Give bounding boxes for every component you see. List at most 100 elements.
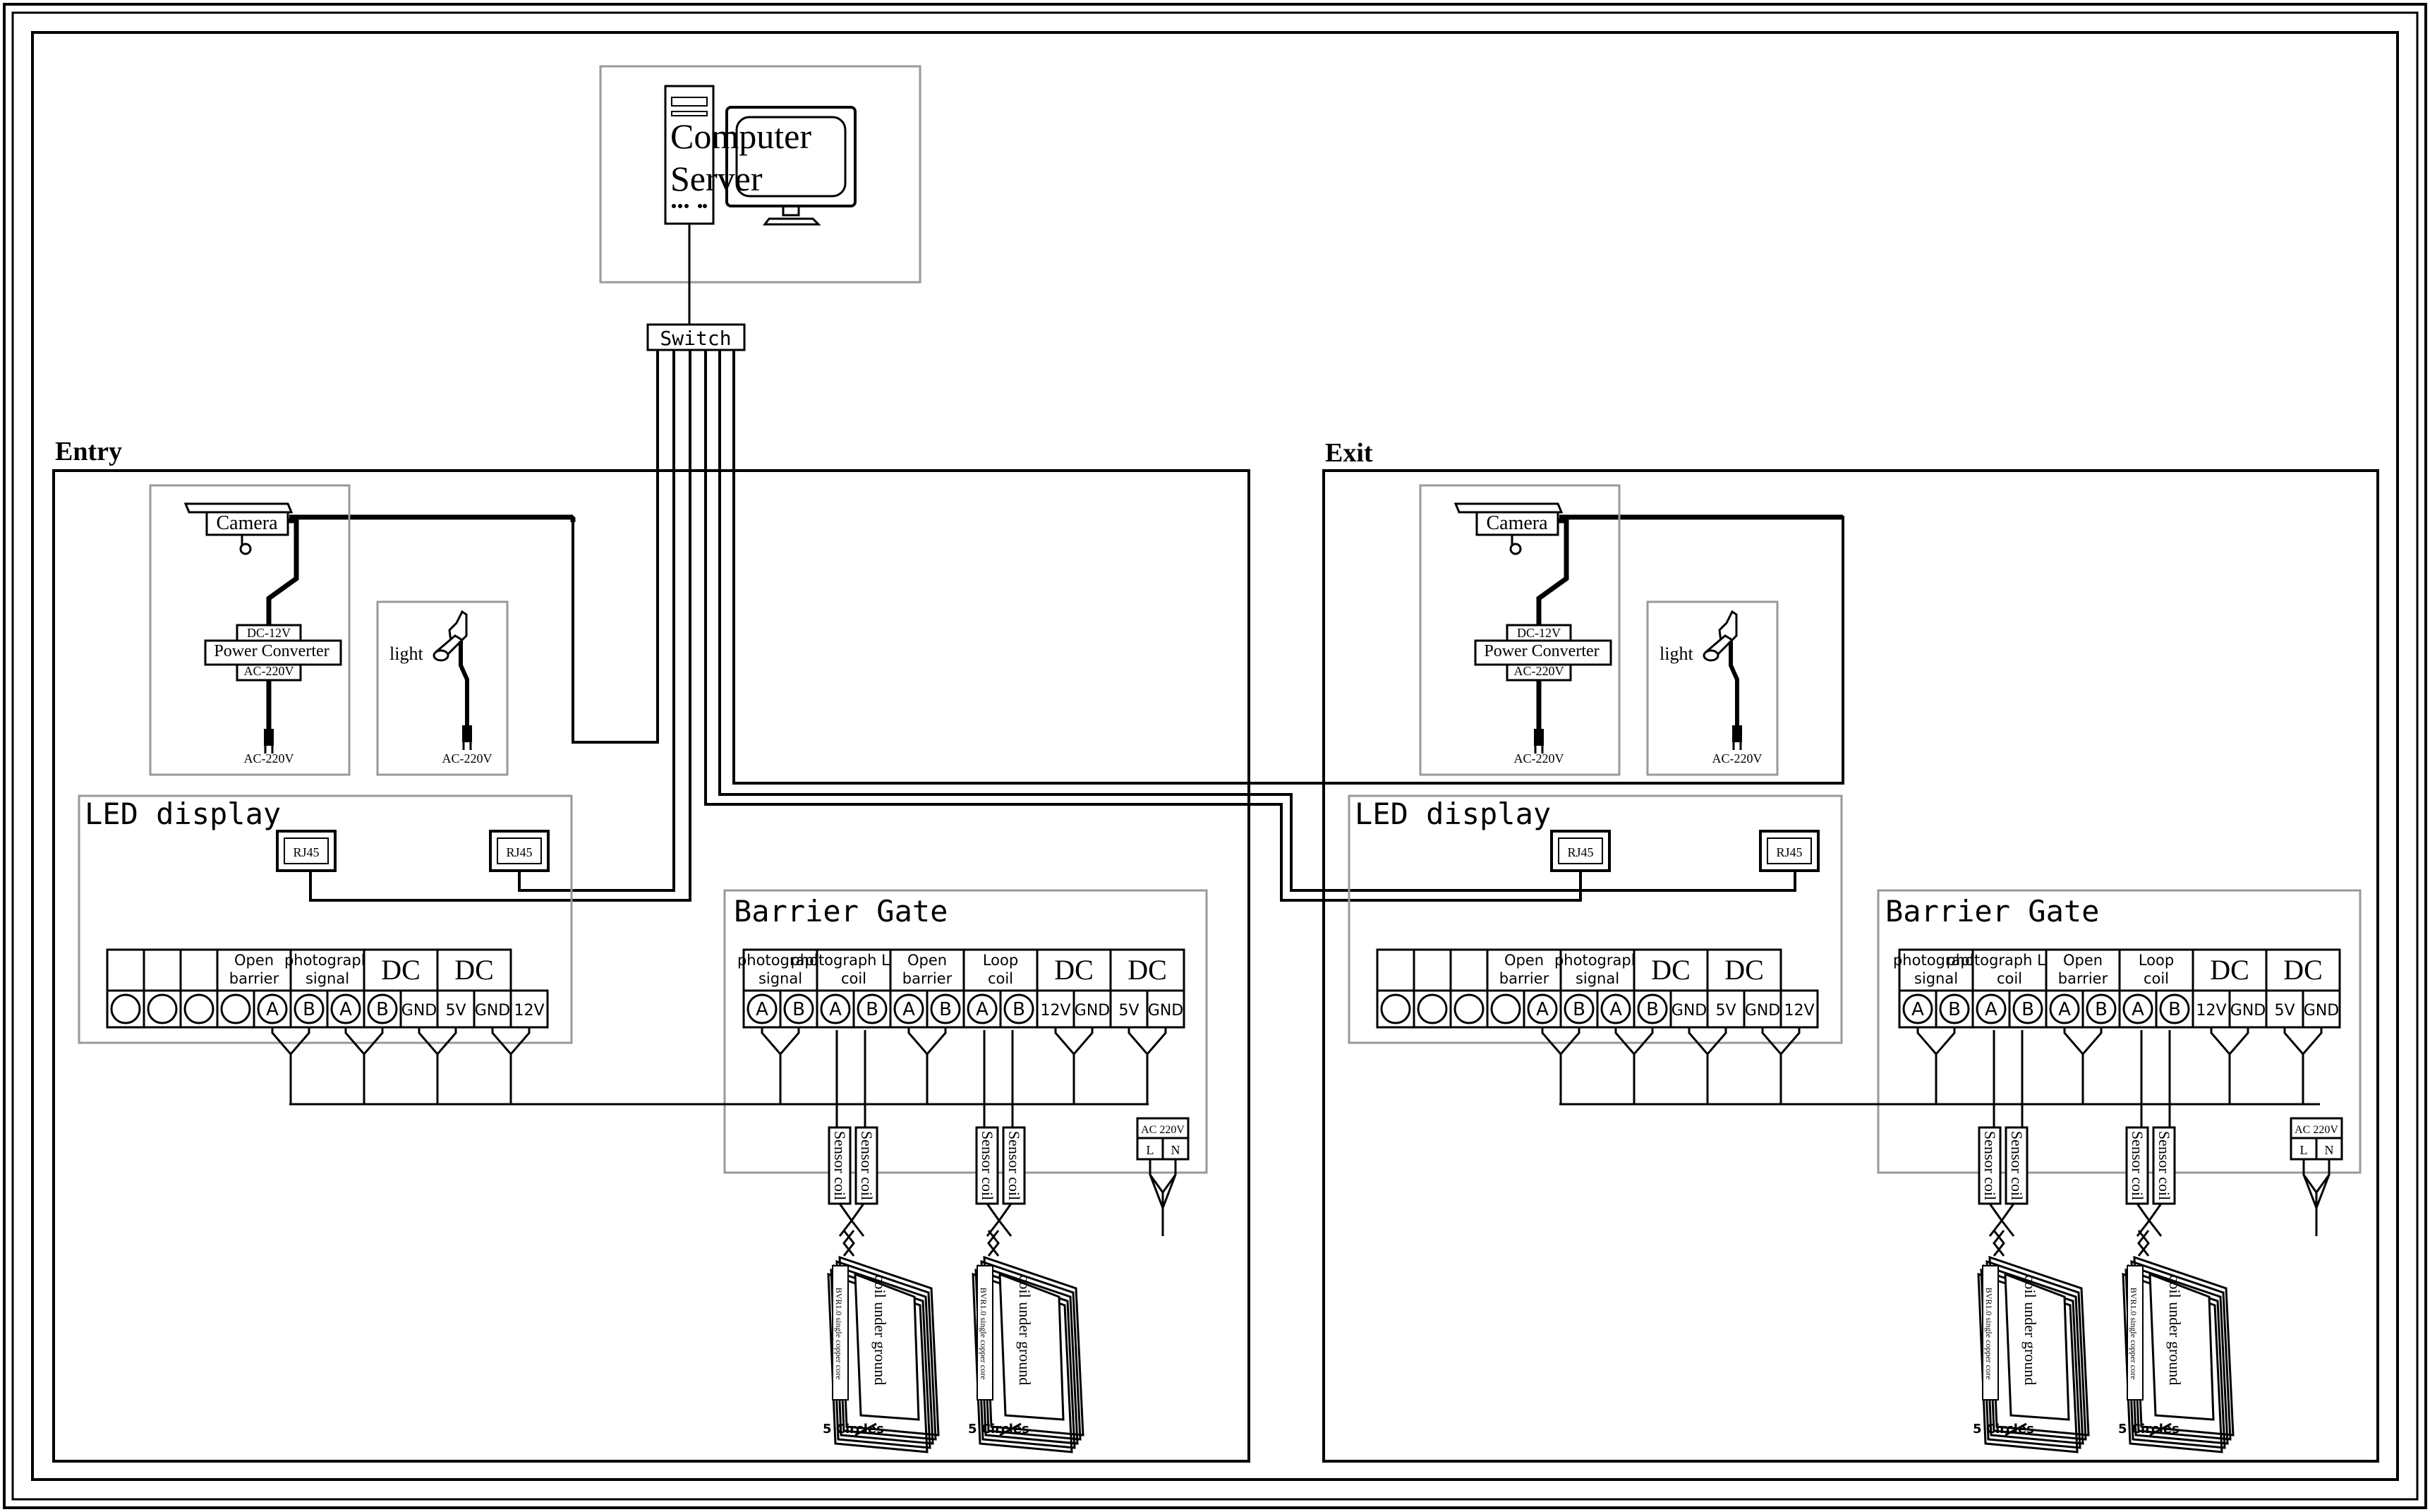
exit-led-connector-0: [1541, 1027, 1580, 1104]
exit-gate-pin-9: GND: [2230, 1002, 2266, 1020]
entry-coil-1-circles: 5 Circles: [823, 1422, 884, 1437]
exit-gate-header-2-line2: barrier: [2058, 970, 2108, 987]
exit-led-pin-9: 5V: [1715, 1002, 1736, 1020]
exit-led-pin-0-circle: [1380, 993, 1411, 1024]
exit-section: Exit Camera DC-12V Power Converter AC-22…: [1322, 438, 2379, 1463]
exit-title: Exit: [1325, 438, 1373, 468]
exit-gate-pin-4: A: [2058, 999, 2071, 1020]
exit-gate-pin-7: B: [2168, 999, 2181, 1020]
exit-gate-header-0-line1: photograph: [1893, 952, 1979, 969]
entry-gate-pin-4-circle: [893, 993, 924, 1024]
exit-gate-header-2-line1: Open: [2063, 952, 2103, 969]
exit-led-connector-2: [1688, 1027, 1727, 1104]
exit-gate-pin-1-circle: [1939, 993, 1970, 1024]
exit-gate-header-4: DC: [2210, 954, 2249, 986]
entry-led-pin-9: 5V: [445, 1002, 466, 1020]
exit-led-pin-2-circle: [1453, 993, 1485, 1024]
entry-led-header-4-line1: photograph: [284, 952, 370, 969]
exit-led-display-box: [1348, 794, 1843, 1044]
entry-led-header-3-line2: barrier: [229, 970, 279, 987]
entry-led-pin-10: GND: [475, 1002, 510, 1020]
entry-gate-header-1-line2: coil: [841, 970, 866, 987]
exit-led-pin-7-circle: [1637, 993, 1668, 1024]
entry-gate-pin-8: 12V: [1040, 1002, 1070, 1020]
exit-led-pin-8: GND: [1672, 1002, 1707, 1020]
exit-coil-2-circles: 5 Circles: [2118, 1422, 2180, 1437]
entry-led-header-4-line2: signal: [306, 970, 349, 987]
exit-led-header-5: DC: [1651, 954, 1691, 986]
entry-led-display-box: [78, 794, 573, 1044]
entry-gate-pin-11: GND: [1148, 1002, 1183, 1020]
exit-gate-pin-3: B: [2021, 999, 2034, 1020]
entry-ac220v-converter-label: AC-220V: [244, 664, 294, 678]
exit-light-ac-label: AC-220V: [1712, 751, 1763, 766]
exit-gate-pin-11: GND: [2304, 1002, 2339, 1020]
entry-section: Entry Camera DC-12V Power Converter AC-2…: [52, 437, 1250, 1463]
entry-gate-connector-0: [761, 1027, 800, 1104]
entry-gate-pin-6: A: [976, 999, 989, 1020]
exit-coil-2-wire-label: BVR1.0 single copper core: [2129, 1288, 2139, 1380]
exit-led-header-4-line1: photograph: [1554, 952, 1640, 969]
entry-light-ac-label: AC-220V: [442, 751, 492, 766]
entry-led-pin-2-circle: [183, 993, 214, 1024]
exit-led-pin-3-circle: [1490, 993, 1521, 1024]
entry-gate-header-3-line2: coil: [988, 970, 1013, 987]
exit-led-pin-4: A: [1536, 999, 1549, 1020]
exit-gate-pin-2-circle: [1976, 993, 2007, 1024]
entry-gate-header-2-line2: barrier: [902, 970, 953, 987]
entry-sensor-coil-3-label: Sensor coil: [979, 1131, 996, 1200]
exit-ac-l: L: [2300, 1143, 2308, 1157]
exit-gate-header-5: DC: [2283, 954, 2323, 986]
exit-camera-label: Camera: [1486, 512, 1548, 534]
entry-led-pin-5: B: [303, 999, 315, 1020]
exit-barrier-gate-label: Barrier Gate: [1885, 894, 2099, 929]
exit-dc12v-label: DC-12V: [1517, 626, 1561, 640]
entry-coil-1-label: coil under ground: [871, 1275, 889, 1385]
entry-led-connector-0: [271, 1027, 310, 1104]
entry-led-header-3-line1: Open: [234, 952, 274, 969]
exit-gate-pin-2: A: [1985, 999, 1997, 1020]
entry-dc12v-label: DC-12V: [247, 626, 291, 640]
entry-camera-label: Camera: [216, 512, 278, 534]
exit-gate-header-3-line2: coil: [2144, 970, 2169, 987]
exit-led-pin-6-circle: [1600, 993, 1631, 1024]
entry-led-pin-8: GND: [401, 1002, 437, 1020]
entry-led-pin-6: A: [339, 999, 352, 1020]
exit-gate-connector-2: [2210, 1027, 2249, 1104]
entry-gate-pin-0: A: [756, 999, 768, 1020]
entry-rj45-right-label: RJ45: [506, 845, 532, 859]
exit-gate-connector-3: [2283, 1027, 2323, 1104]
exit-led-pin-4-circle: [1527, 993, 1558, 1024]
entry-gate-connector-1: [907, 1027, 947, 1104]
entry-led-pin-4-circle: [257, 993, 288, 1024]
exit-coil-1-label: coil under ground: [2021, 1275, 2039, 1385]
exit-ac-n: N: [2325, 1143, 2334, 1157]
entry-gate-header-0-line1: photograph: [737, 952, 823, 969]
entry-light-group: [377, 602, 507, 775]
exit-sensor-coil-3-label: Sensor coil: [2129, 1131, 2146, 1200]
exit-coil-2-label: coil under ground: [2166, 1275, 2184, 1385]
exit-led-pin-10: GND: [1745, 1002, 1780, 1020]
entry-coil-2-wire-label: BVR1.0 single copper core: [979, 1288, 989, 1380]
network-switch: Switch: [646, 323, 746, 351]
entry-gate-pin-2-circle: [820, 993, 851, 1024]
entry-sensor-coil-4-label: Sensor coil: [1005, 1131, 1023, 1200]
exit-ac220v-box-label: AC 220V: [2295, 1124, 2338, 1136]
exit-gate-connector-1: [2063, 1027, 2103, 1104]
exit-led-pin-11: 12V: [1784, 1002, 1814, 1020]
entry-gate-pin-4: A: [902, 999, 915, 1020]
exit-led-pin-7: B: [1646, 999, 1659, 1020]
exit-led-header-3-line1: Open: [1504, 952, 1544, 969]
entry-coil-1-wire-label: BVR1.0 single copper core: [834, 1288, 844, 1380]
entry-barrier-gate-label: Barrier Gate: [734, 894, 948, 929]
exit-power-converter-label: Power Converter: [1484, 642, 1599, 660]
entry-camera-ac-label: AC-220V: [244, 751, 294, 766]
entry-gate-header-3-line1: Loop: [983, 952, 1018, 969]
exit-coil-1-circles: 5 Circles: [1973, 1422, 2034, 1437]
entry-gate-pin-1: B: [792, 999, 805, 1020]
exit-coil-1-wire-label: BVR1.0 single copper core: [1984, 1288, 1994, 1380]
exit-gate-header-3-line1: Loop: [2139, 952, 2174, 969]
